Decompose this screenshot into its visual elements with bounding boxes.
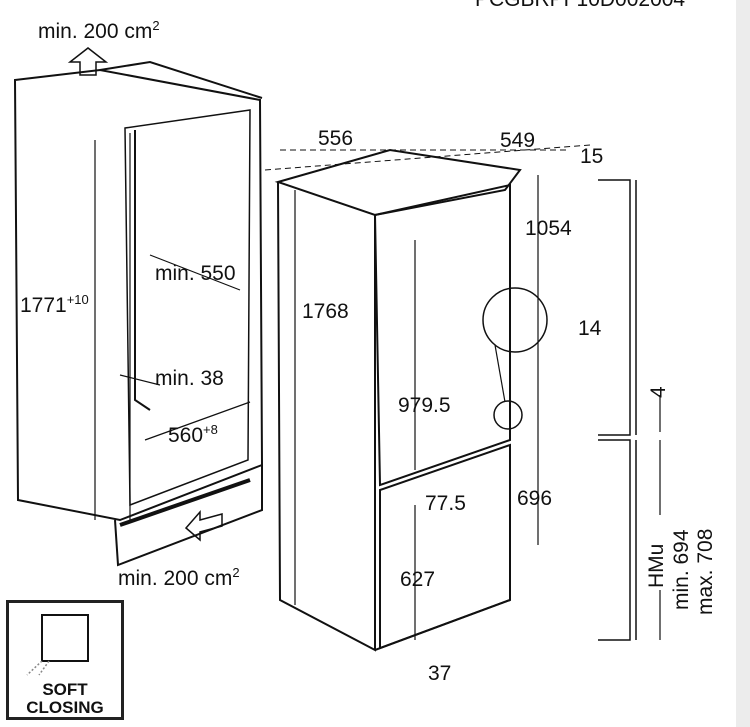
lower-door-offset-label: 696 — [517, 487, 552, 510]
hinge-gap-label: 14 — [578, 317, 602, 340]
svg-text:min. 200 cm2: min. 200 cm2 — [118, 565, 240, 590]
appliance-width-label: 556 — [318, 127, 353, 150]
upper-door-offset-label: 1054 — [525, 217, 572, 240]
appliance-outline — [274, 148, 522, 652]
vent-bottom-label: min. 200 cm — [118, 567, 232, 590]
door-gap-label: 77.5 — [425, 492, 466, 515]
niche-width-label: 560 — [168, 424, 203, 447]
appliance-depth-label: 549 — [500, 129, 535, 152]
hmu-max-label: max. 708 — [694, 529, 717, 615]
svg-text:min. 200 cm2: min. 200 cm2 — [38, 18, 160, 43]
vent-top-label: min. 200 cm — [38, 20, 152, 43]
wall-thickness-label: min. 38 — [155, 367, 224, 390]
soft-closing-door-icon — [26, 614, 89, 676]
appliance-height-label: 1768 — [302, 300, 349, 323]
furniture-gap-label: 4 — [647, 386, 670, 398]
hmu-label: HMu — [645, 544, 668, 588]
hinge-detail-circle — [482, 287, 548, 353]
top-gap-label: 15 — [580, 145, 603, 168]
vent-in-arrow-icon — [184, 510, 223, 542]
header-code: PCGBRPF10D002004 — [475, 0, 685, 11]
lower-door-height-label: 627 — [400, 568, 435, 591]
svg-text:560+8: 560+8 — [168, 422, 218, 447]
bottom-gap-label: 37 — [428, 662, 451, 685]
niche-depth-label: min. 550 — [155, 262, 236, 285]
svg-text:1771+10: 1771+10 — [20, 292, 89, 317]
upper-door-height-label: 979.5 — [398, 394, 451, 417]
niche-height-label: 1771 — [20, 294, 67, 317]
page-edge — [736, 0, 750, 727]
vent-up-arrow-icon — [67, 47, 109, 76]
soft-closing-badge: SOFT CLOSING — [6, 600, 124, 720]
niche-outline — [13, 60, 264, 567]
hmu-min-label: min. 694 — [670, 529, 693, 610]
